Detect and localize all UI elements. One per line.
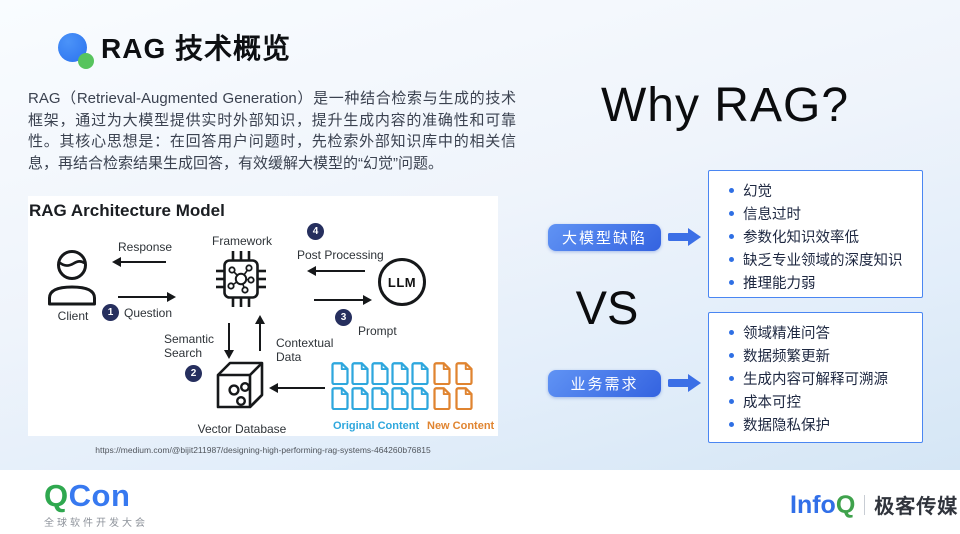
needs-pointer-arrow-icon bbox=[668, 379, 689, 387]
original-document-icon bbox=[411, 387, 429, 410]
slide-background: RAG 技术概览 RAG（Retrieval-Augmented Generat… bbox=[0, 0, 960, 470]
original-document-icon bbox=[391, 387, 409, 410]
framework-node-label: Framework bbox=[212, 234, 273, 248]
business-needs-pill: 业务需求 bbox=[548, 370, 661, 397]
bullet-icon bbox=[729, 353, 734, 358]
bullet-icon bbox=[729, 188, 734, 193]
new-document-icon bbox=[433, 387, 451, 410]
new-document-icon bbox=[455, 387, 473, 410]
content-ingest-arrow-icon bbox=[277, 387, 325, 390]
bullet-icon bbox=[729, 234, 734, 239]
new-document-icon bbox=[433, 362, 451, 385]
list-item-label: 领域精准问答 bbox=[743, 326, 830, 342]
list-item: 数据频繁更新 bbox=[729, 344, 914, 367]
framework-chip-icon bbox=[216, 251, 266, 307]
infoq-info-letters: Info bbox=[790, 490, 836, 519]
semantic-search-label: Semantic Search bbox=[164, 332, 215, 361]
original-document-icon bbox=[371, 362, 389, 385]
list-item: 推理能力弱 bbox=[729, 271, 914, 294]
list-item-label: 数据隐私保护 bbox=[743, 418, 830, 434]
post-processing-label: Post Processing bbox=[297, 248, 384, 262]
bullet-icon bbox=[729, 376, 734, 381]
bullet-icon bbox=[729, 211, 734, 216]
step-1-badge: 1 bbox=[102, 304, 119, 321]
llm-node: LLM bbox=[378, 258, 426, 306]
qcon-q-letter: Q bbox=[44, 478, 69, 513]
list-item: 参数化知识效率低 bbox=[729, 225, 914, 248]
defects-pointer-arrow-icon bbox=[668, 233, 689, 241]
original-content-label: Original Content bbox=[333, 420, 420, 432]
original-document-icon bbox=[331, 387, 349, 410]
list-item: 领域精准问答 bbox=[729, 321, 914, 344]
list-item: 数据隐私保护 bbox=[729, 413, 914, 436]
footer-band: QCon 全球软件开发大会 InfoQ 极客传媒 bbox=[0, 470, 960, 534]
vs-label: VS bbox=[575, 281, 639, 334]
content-documents bbox=[331, 362, 473, 412]
page-title: RAG 技术概览 bbox=[101, 33, 292, 64]
bullet-icon bbox=[729, 257, 734, 262]
list-item-label: 推理能力弱 bbox=[743, 276, 816, 292]
semantic-search-arrow-icon bbox=[228, 323, 231, 351]
list-item-label: 生成内容可解释可溯源 bbox=[743, 372, 888, 388]
contextual-data-arrow-icon bbox=[259, 323, 262, 351]
new-content-label: New Content bbox=[427, 420, 495, 432]
original-document-icon bbox=[411, 362, 429, 385]
question-label: Question bbox=[124, 306, 173, 320]
step-3-badge: 3 bbox=[335, 309, 352, 326]
qcon-logo: QCon 全球软件开发大会 bbox=[44, 478, 148, 529]
original-document-icon bbox=[391, 362, 409, 385]
infoq-wordmark: InfoQ bbox=[790, 490, 856, 519]
rag-architecture-diagram: RAG Architecture Model Client Response 1… bbox=[28, 196, 498, 436]
client-person-icon bbox=[48, 250, 96, 306]
contextual-data-label: Contextual Data bbox=[276, 336, 334, 365]
list-item-label: 信息过时 bbox=[743, 207, 801, 223]
footer-divider bbox=[864, 494, 866, 515]
list-item: 缺乏专业领域的深度知识 bbox=[729, 248, 914, 271]
client-node-label: Client bbox=[57, 309, 89, 323]
post-processing-arrow-icon bbox=[315, 270, 365, 273]
list-item-label: 成本可控 bbox=[743, 395, 801, 411]
slide-logo-green-circle-icon bbox=[78, 53, 94, 69]
list-item-label: 参数化知识效率低 bbox=[743, 230, 859, 246]
llm-defects-pill: 大模型缺陷 bbox=[548, 224, 661, 251]
response-label: Response bbox=[118, 240, 173, 254]
response-arrow-icon bbox=[120, 261, 166, 264]
bullet-icon bbox=[729, 399, 734, 404]
qcon-subtitle: 全球软件开发大会 bbox=[44, 518, 148, 529]
list-item: 生成内容可解释可溯源 bbox=[729, 367, 914, 390]
original-document-icon bbox=[371, 387, 389, 410]
infoq-logo: InfoQ 极客传媒 bbox=[790, 490, 958, 519]
diagram-title: RAG Architecture Model bbox=[29, 201, 225, 220]
original-document-icon bbox=[351, 362, 369, 385]
vector-database-node-label: Vector Database bbox=[197, 422, 287, 436]
vector-database-cube-icon bbox=[216, 361, 264, 409]
qcon-wordmark: QCon bbox=[44, 478, 148, 513]
list-item-label: 数据频繁更新 bbox=[743, 349, 830, 365]
business-needs-box: 领域精准问答 数据频繁更新 生成内容可解释可溯源 成本可控 数据隐私保护 bbox=[708, 312, 923, 443]
bullet-icon bbox=[729, 422, 734, 427]
list-item-label: 缺乏专业领域的深度知识 bbox=[743, 253, 903, 269]
question-arrow-icon bbox=[118, 296, 168, 299]
new-document-icon bbox=[455, 362, 473, 385]
infoq-brand-name: 极客传媒 bbox=[874, 496, 959, 518]
list-item-label: 幻觉 bbox=[743, 184, 772, 200]
original-document-icon bbox=[331, 362, 349, 385]
bullet-icon bbox=[729, 330, 734, 335]
intro-paragraph: RAG（Retrieval-Augmented Generation）是一种结合… bbox=[28, 90, 516, 172]
original-document-icon bbox=[351, 387, 369, 410]
infoq-q-letter: Q bbox=[835, 490, 856, 519]
prompt-arrow-icon bbox=[314, 299, 364, 302]
bullet-icon bbox=[729, 280, 734, 285]
list-item: 成本可控 bbox=[729, 390, 914, 413]
why-rag-heading: Why RAG? bbox=[600, 79, 850, 132]
step-2-badge: 2 bbox=[185, 365, 202, 382]
qcon-con-letters: Con bbox=[68, 478, 131, 513]
step-4-badge: 4 bbox=[307, 223, 324, 240]
prompt-label: Prompt bbox=[358, 324, 397, 338]
llm-defects-box: 幻觉 信息过时 参数化知识效率低 缺乏专业领域的深度知识 推理能力弱 bbox=[708, 170, 923, 298]
list-item: 信息过时 bbox=[729, 202, 914, 225]
list-item: 幻觉 bbox=[729, 179, 914, 202]
diagram-source-url: https://medium.com/@bijit211987/designin… bbox=[95, 445, 431, 455]
